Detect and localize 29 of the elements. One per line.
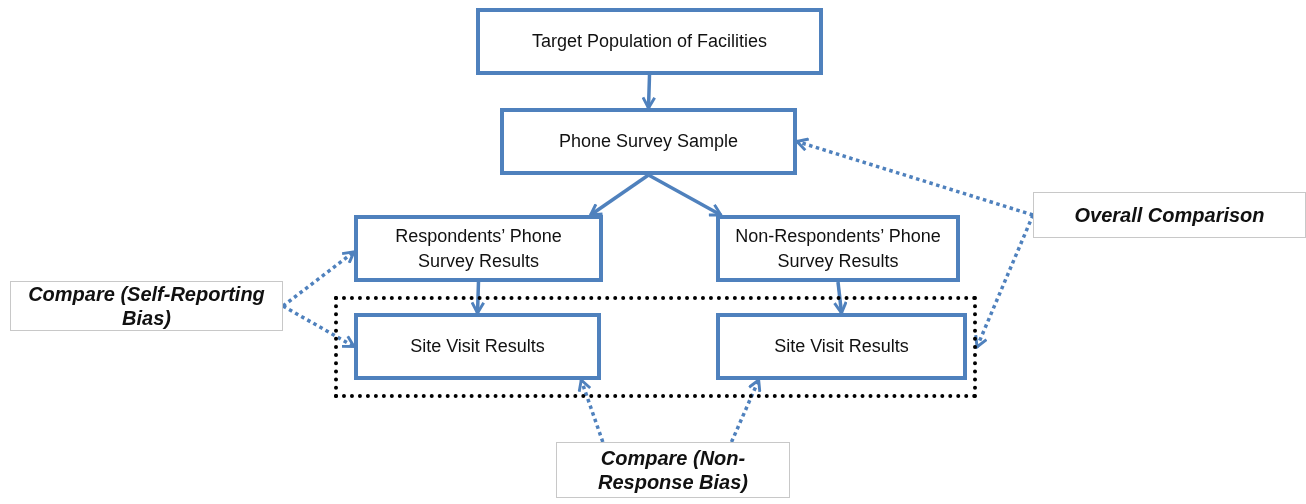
dotted-arrow: [282, 304, 356, 348]
dotted-arrow: [577, 378, 605, 443]
annotation-text: Compare (Self-Reporting Bias): [27, 282, 266, 330]
arrow: [647, 173, 723, 217]
box-label: Non-Respondents’ Phone Survey Results: [734, 225, 942, 273]
process-box: [500, 108, 797, 175]
process-box: [354, 215, 603, 282]
annotation-box: [10, 281, 283, 331]
annotation-text: Compare (Non-Response Bias): [596, 446, 750, 494]
arrow: [641, 74, 657, 110]
process-box: [476, 8, 823, 75]
process-box: [354, 313, 601, 380]
dotted-arrow: [974, 214, 1035, 349]
arrow: [470, 281, 486, 315]
box-label: Phone Survey Sample: [558, 130, 739, 154]
box-label: Respondents’ Phone Survey Results: [394, 225, 563, 273]
arrow: [589, 173, 650, 217]
annotation-box: [556, 442, 790, 498]
dotted-group-box: [334, 296, 977, 398]
arrow: [833, 281, 848, 315]
box-label: Site Visit Results: [774, 335, 909, 359]
box-label: Site Visit Results: [410, 335, 545, 359]
box-label: Target Population of Facilities: [531, 30, 768, 54]
annotation-box: [1033, 192, 1306, 238]
dotted-arrow: [729, 378, 762, 443]
annotation-text: Overall Comparison: [1074, 203, 1265, 227]
dotted-arrow: [281, 250, 356, 308]
process-box: [716, 215, 960, 282]
process-box: [716, 313, 967, 380]
